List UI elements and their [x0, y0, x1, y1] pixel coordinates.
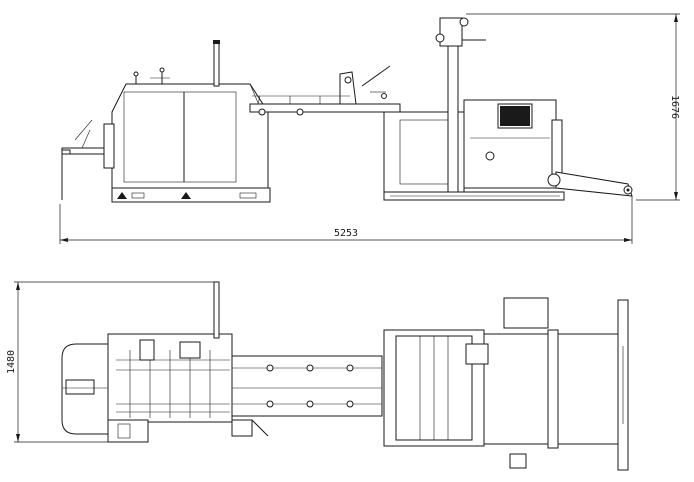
- front-table-clamp: [61, 149, 71, 155]
- cabinet-side-panel: [103, 123, 115, 169]
- plan-mechanism: [116, 339, 230, 418]
- plan-roller-2: [306, 364, 314, 372]
- front-guide-arm-2: [81, 129, 91, 149]
- base-vent: [239, 192, 257, 199]
- warning-triangle-2: [181, 192, 191, 199]
- overall-length-label: 5253: [334, 228, 358, 239]
- conveyor-roller-1: [258, 108, 266, 116]
- column-handwheel: [435, 33, 445, 43]
- base-vent-2: [131, 192, 145, 199]
- tall-column: [447, 29, 459, 193]
- width-dimension: 1480: [6, 281, 214, 443]
- length-dimension: 5253: [59, 196, 633, 244]
- side-elevation-view: [61, 17, 633, 203]
- folding-wheel: [381, 93, 387, 99]
- plan-conveyor-arm: [251, 419, 269, 437]
- plan-side-box-2: [231, 419, 253, 437]
- plan-side-box: [107, 419, 149, 443]
- column-wheel: [459, 17, 469, 27]
- length-arrow-left: [60, 238, 68, 242]
- handle-knob-left: [133, 71, 139, 77]
- plan-side-box-door: [117, 423, 131, 439]
- width-arrow-bottom: [16, 434, 20, 442]
- tail-wheel-hub: [626, 188, 630, 192]
- plan-bottom-box: [509, 453, 527, 469]
- plan-view: [61, 281, 629, 471]
- tail-support-arm: [555, 171, 633, 197]
- plan-roller-1: [266, 364, 274, 372]
- folding-unit: [339, 71, 357, 105]
- plan-roller-3: [346, 364, 354, 372]
- plan-roller-6: [346, 400, 354, 408]
- height-arrow-bottom: [674, 192, 678, 200]
- length-arrow-right: [624, 238, 632, 242]
- mech-block-1: [139, 339, 155, 361]
- folding-pivot: [344, 76, 352, 84]
- control-screen-glass: [500, 106, 530, 126]
- overall-height-label: 1676: [669, 95, 680, 119]
- width-arrow-top: [16, 282, 20, 290]
- front-guide-arm: [74, 119, 93, 141]
- infeed-guide: [65, 379, 95, 395]
- overall-width-label: 1480: [6, 350, 17, 374]
- plan-drive-box: [465, 343, 489, 365]
- mech-block-2: [179, 341, 201, 359]
- roll-shaft: [547, 173, 561, 187]
- folding-arm: [361, 65, 391, 87]
- unwinder-knob: [485, 151, 495, 161]
- main-cabinet: [111, 83, 269, 189]
- height-arrow-top: [674, 14, 678, 22]
- plan-control-box: [503, 297, 549, 329]
- plan-mast: [213, 281, 220, 339]
- plan-roll-stand: [547, 329, 559, 449]
- handle-knob-mid: [159, 67, 165, 73]
- conveyor-roller-2: [296, 108, 304, 116]
- mast-cap: [213, 40, 220, 44]
- cabinet-base: [111, 187, 271, 203]
- plan-roller-5: [306, 400, 314, 408]
- plan-conveyor: [231, 355, 383, 417]
- cabinet-door-frame: [123, 91, 237, 183]
- plan-roller-4: [266, 400, 274, 408]
- column-head: [439, 17, 463, 47]
- conveyor-bed: [249, 103, 401, 113]
- warning-triangle-1: [117, 192, 127, 199]
- unwind-mast: [213, 41, 220, 87]
- height-dimension: 1676: [466, 13, 680, 201]
- conveyor-post-1: [257, 95, 261, 105]
